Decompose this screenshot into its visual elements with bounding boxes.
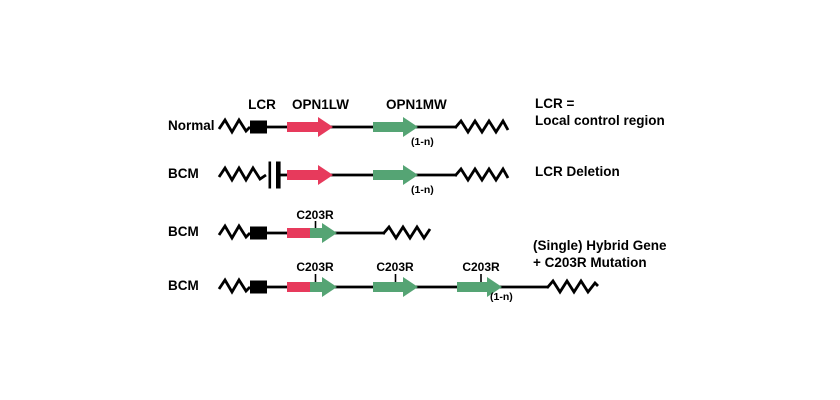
opn1mw-arrow	[373, 117, 418, 137]
c203r-mutation-label: C203R	[296, 208, 334, 222]
dna-zigzag	[453, 118, 510, 135]
c203r-mutation-label: C203R	[296, 260, 334, 274]
lcr-deletion-mark	[268, 161, 272, 189]
opn1mw-arrow	[373, 165, 418, 185]
legend-hybrid-gene-line1: (Single) Hybrid Gene	[533, 238, 667, 253]
legend-lcr-deletion: LCR Deletion	[535, 164, 620, 179]
lcr-box	[250, 280, 267, 294]
dna-zigzag	[545, 278, 599, 295]
dna-zigzag	[217, 117, 251, 135]
opn1mw-arrow	[457, 277, 502, 297]
dna-zigzag	[381, 224, 432, 241]
c203r-mutation-label: C203R	[462, 260, 500, 274]
dna-zigzag	[217, 277, 251, 295]
row-label-normal: Normal	[168, 118, 215, 133]
dna-zigzag	[217, 223, 251, 241]
legend-lcr-definition-line2: Local control region	[535, 113, 665, 128]
legend-lcr-definition-line1: LCR =	[535, 96, 575, 111]
hybrid-gene-red-segment	[287, 282, 310, 292]
opn1lw-arrow	[287, 165, 333, 185]
lcr-deletion-mark	[276, 161, 281, 189]
copy-number-label: (1-n)	[490, 291, 513, 303]
copy-number-label: (1-n)	[411, 184, 434, 196]
row-label-bcm: BCM	[168, 166, 199, 181]
opn1lw-gene-label: OPN1LW	[292, 97, 350, 112]
row-label-bcm: BCM	[168, 224, 199, 239]
hybrid-gene-green-arrow	[310, 223, 337, 243]
opn1mw-arrow	[373, 277, 418, 297]
opn1lw-arrow	[287, 117, 333, 137]
copy-number-label: (1-n)	[411, 136, 434, 148]
row-label-bcm: BCM	[168, 278, 199, 293]
hybrid-gene-green-arrow	[310, 277, 337, 297]
dna-zigzag	[453, 166, 510, 183]
opn1mw-gene-label: OPN1MW	[386, 97, 447, 112]
c203r-mutation-label: C203R	[376, 260, 414, 274]
dna-zigzag	[217, 165, 267, 183]
legend-hybrid-gene-line2: + C203R Mutation	[533, 255, 647, 270]
lcr-box	[250, 120, 267, 134]
hybrid-gene-red-segment	[287, 228, 310, 238]
lcr-box	[250, 226, 267, 240]
lcr-gene-label: LCR	[248, 97, 276, 112]
